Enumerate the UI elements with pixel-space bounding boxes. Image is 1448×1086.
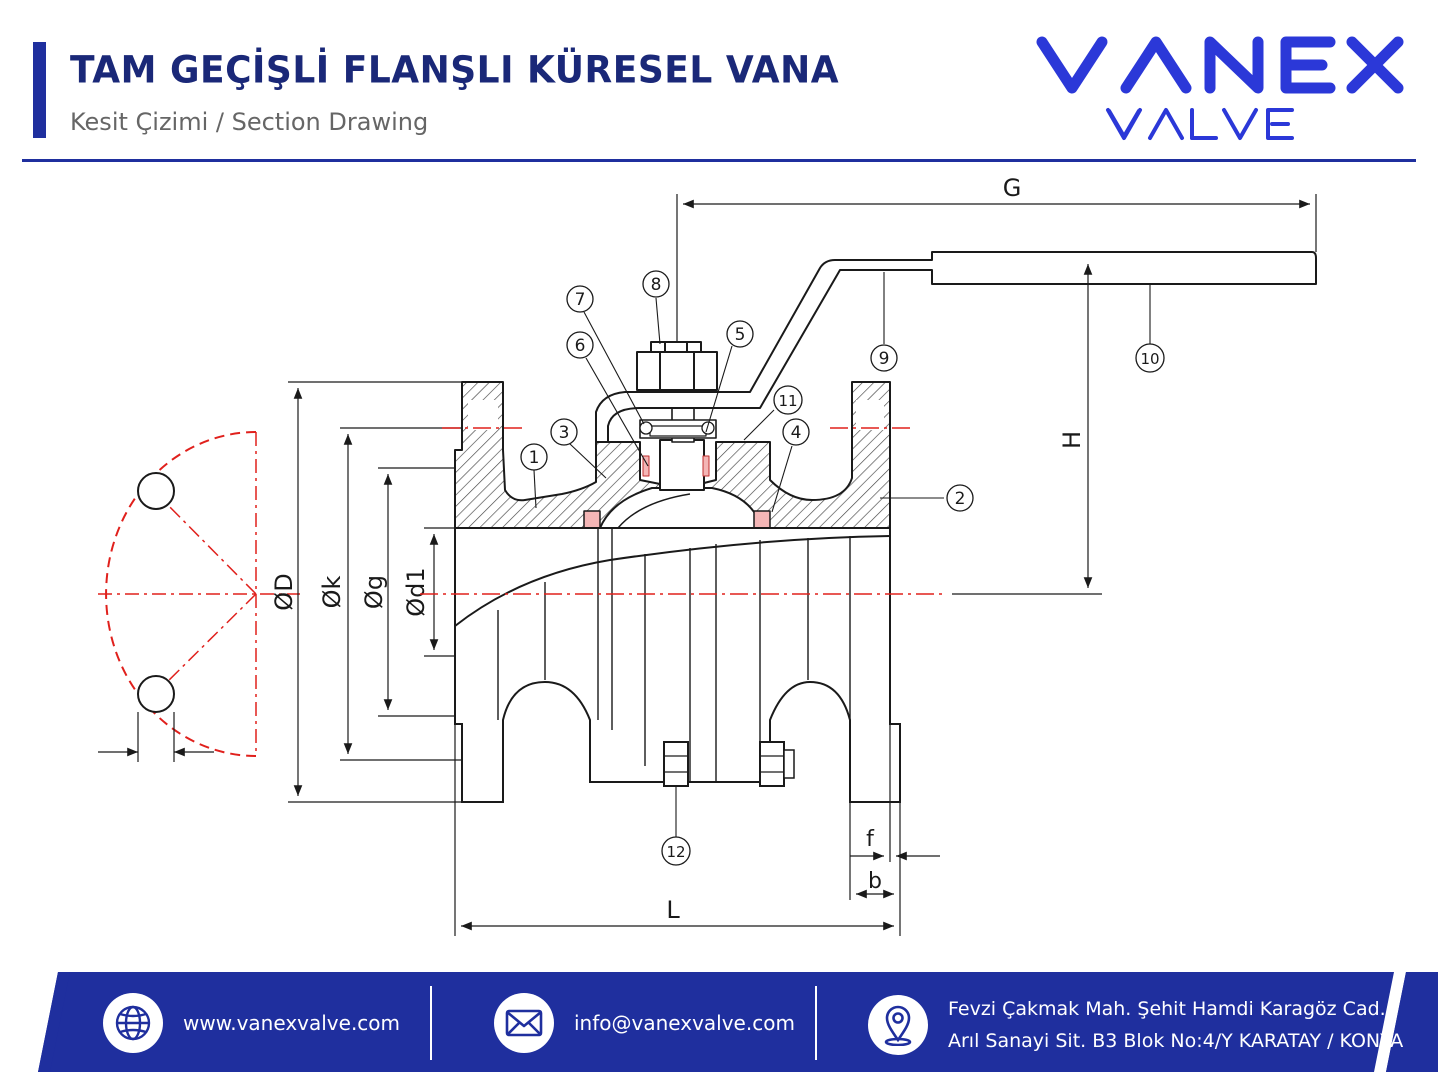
part-number-11: 11 bbox=[778, 392, 797, 410]
part-number-5: 5 bbox=[735, 325, 746, 345]
dim-label-b: b bbox=[868, 869, 882, 894]
footer-separator bbox=[430, 986, 432, 1060]
part-balloon-12: 12 bbox=[661, 836, 691, 866]
part-balloon-9: 9 bbox=[870, 344, 898, 372]
valve-body-section bbox=[454, 381, 891, 529]
part-balloon-7: 7 bbox=[566, 285, 594, 313]
part-balloon-6: 6 bbox=[566, 331, 594, 359]
dim-label-L: L bbox=[666, 896, 680, 924]
part-number-6: 6 bbox=[575, 336, 586, 356]
dim-label-H: H bbox=[1058, 431, 1086, 449]
bolt-circle-view bbox=[98, 431, 300, 762]
part-number-1: 1 bbox=[529, 448, 540, 468]
part-balloon-11: 11 bbox=[773, 385, 803, 415]
dim-label-f: f bbox=[866, 827, 875, 852]
part-balloons: 1 2 3 4 5 6 7 8 9 10 11 12 bbox=[520, 270, 1165, 866]
logo-tagline-wordmark bbox=[1106, 108, 1294, 140]
mail-icon bbox=[494, 993, 554, 1053]
dim-label-d1: Ød1 bbox=[402, 567, 430, 616]
section-drawing: ØD Øk Øg Ød1 bbox=[98, 174, 1317, 936]
title-accent-bar bbox=[33, 42, 46, 138]
brand-logo bbox=[1036, 36, 1404, 140]
part-number-3: 3 bbox=[559, 423, 570, 443]
logo-brand-wordmark bbox=[1036, 36, 1404, 94]
email-link[interactable]: info@vanexvalve.com bbox=[574, 1011, 795, 1035]
globe-icon bbox=[103, 993, 163, 1053]
footer-website[interactable]: www.vanexvalve.com bbox=[103, 993, 400, 1053]
part-number-4: 4 bbox=[791, 423, 802, 443]
footer-email[interactable]: info@vanexvalve.com bbox=[494, 993, 795, 1053]
overall-dimensions bbox=[454, 194, 1317, 936]
page-subtitle: Kesit Çizimi / Section Drawing bbox=[70, 108, 429, 136]
part-number-2: 2 bbox=[955, 489, 966, 509]
website-link[interactable]: www.vanexvalve.com bbox=[183, 1011, 401, 1035]
part-balloon-5: 5 bbox=[726, 320, 754, 348]
dim-label-g: Øg bbox=[360, 575, 388, 609]
footer-separator bbox=[815, 986, 817, 1060]
address-block: Fevzi Çakmak Mah. Şehit Hamdi Karagöz Ca… bbox=[928, 993, 1403, 1057]
part-number-9: 9 bbox=[879, 349, 890, 369]
dim-label-k: Øk bbox=[318, 576, 346, 609]
part-number-8: 8 bbox=[651, 275, 662, 295]
part-balloon-10: 10 bbox=[1135, 343, 1165, 373]
part-balloon-3: 3 bbox=[550, 418, 578, 446]
part-balloon-8: 8 bbox=[642, 270, 670, 298]
part-number-10: 10 bbox=[1140, 350, 1159, 368]
location-pin-icon bbox=[868, 995, 928, 1055]
part-number-7: 7 bbox=[575, 290, 586, 310]
dim-label-G: G bbox=[1003, 174, 1022, 202]
footer-address: Fevzi Çakmak Mah. Şehit Hamdi Karagöz Ca… bbox=[868, 993, 1403, 1057]
stem-nut-handle bbox=[595, 251, 1317, 443]
header-rule bbox=[22, 159, 1416, 162]
centerlines bbox=[420, 427, 945, 595]
dim-label-D: ØD bbox=[270, 573, 298, 610]
part-number-12: 12 bbox=[666, 843, 685, 861]
valve-body-lower bbox=[454, 527, 901, 803]
part-balloon-2: 2 bbox=[946, 484, 974, 512]
address-line-2: Arıl Sanayi Sit. B3 Blok No:4/Y KARATAY … bbox=[948, 1030, 1404, 1052]
footer-band bbox=[14, 972, 1438, 1072]
part-leaders bbox=[533, 272, 1151, 838]
part-balloon-4: 4 bbox=[782, 418, 810, 446]
part-balloon-1: 1 bbox=[520, 443, 548, 471]
page-title: TAM GEÇİŞLİ FLANŞLI KÜRESEL VANA bbox=[70, 48, 840, 93]
address-line-1: Fevzi Çakmak Mah. Şehit Hamdi Karagöz Ca… bbox=[948, 998, 1386, 1020]
